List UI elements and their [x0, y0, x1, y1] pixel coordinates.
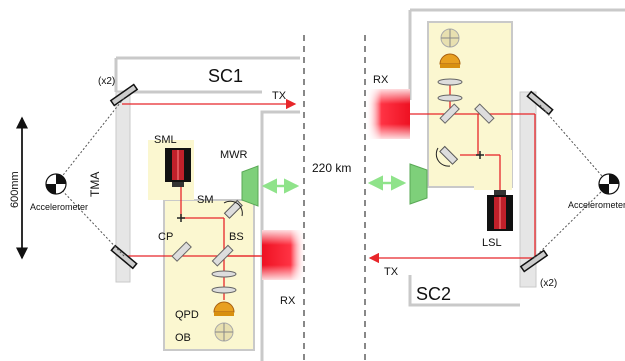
mirror-bottom-left: [110, 244, 138, 270]
fiber-coupler-left: [177, 214, 185, 222]
lsl-label: LSL: [482, 237, 502, 249]
sc2-label: SC2: [416, 284, 451, 304]
steering-mirror-sm: [223, 199, 243, 219]
mwr-link: [261, 175, 407, 194]
mirror-top-right: [526, 90, 554, 116]
sm-label: SM: [197, 194, 214, 206]
qpd-face-left: [214, 322, 234, 342]
fiber-coupler-right: [476, 151, 484, 159]
qpd-detector: [213, 301, 235, 316]
optical-bench-ob: [163, 199, 255, 351]
x2-top-label: (x2): [98, 76, 115, 87]
lsl-laser: [487, 190, 513, 231]
tma-label: TMA: [88, 172, 102, 197]
compensation-plate-cp: [171, 241, 192, 262]
mwr-antenna-right: [409, 163, 428, 205]
steering-mirror-right: [435, 145, 459, 167]
sml-laser: [165, 148, 191, 187]
qpd-label: QPD: [175, 309, 199, 321]
mirror-bottom-right: [519, 249, 549, 273]
rx-right-label: RX: [373, 74, 389, 86]
ob-label: OB: [175, 332, 191, 344]
rx-beam-left: [262, 230, 306, 280]
sc1-label: SC1: [208, 66, 243, 86]
lens-right-1: [437, 78, 463, 86]
beam-splitter-bs: [211, 244, 234, 267]
sc2-spacecraft: [408, 8, 625, 307]
lens-right-2: [437, 94, 463, 102]
lens-left-2: [211, 286, 237, 294]
cp-label: CP: [158, 231, 173, 243]
sc2-frame: [408, 8, 625, 307]
qpd-face-right: [440, 28, 460, 48]
lens-left-1: [211, 270, 237, 278]
sc1-mirrors: [109, 83, 139, 270]
distance-220-label: 220 km: [312, 161, 351, 175]
compensation-plate-right: [474, 103, 495, 124]
accelerometer-right: [598, 173, 620, 195]
rx-left-label: RX: [280, 295, 296, 307]
beam-splitter-right: [439, 103, 460, 124]
mirror-top-left: [109, 83, 139, 107]
accelerometer-left-label: Accelerometer: [30, 202, 88, 212]
sml-label: SML: [154, 134, 177, 146]
qpd-detector-right: [439, 53, 461, 68]
accelerometer-right-label: Accelerometer: [568, 200, 625, 210]
mwr-label: MWR: [220, 149, 248, 161]
tx-top-label: TX: [272, 90, 287, 102]
accelerometer-left: [45, 173, 67, 195]
bs-label: BS: [229, 231, 244, 243]
x2-bottom-label: (x2): [540, 278, 557, 289]
tx-bottom-label: TX: [384, 266, 399, 278]
tma-bar-right: [519, 91, 537, 288]
rx-beam-right: [366, 89, 410, 139]
sc1-dashed-lines: [55, 97, 125, 257]
distance-600-label: 600mm: [9, 171, 21, 208]
sc2-dashed-lines: [533, 104, 610, 259]
mwr-antenna-left: [241, 165, 259, 207]
sc1-beams: [122, 98, 297, 300]
